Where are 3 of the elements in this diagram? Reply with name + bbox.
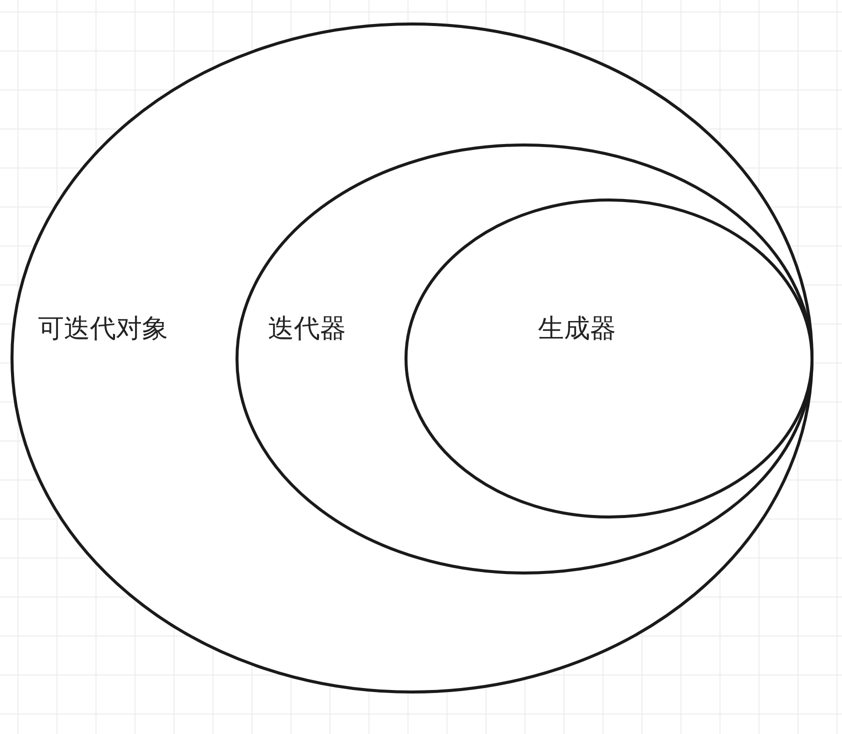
set-label: 可迭代对象 [38,316,168,342]
set-label: 生成器 [538,316,616,342]
set-label: 迭代器 [268,316,346,342]
